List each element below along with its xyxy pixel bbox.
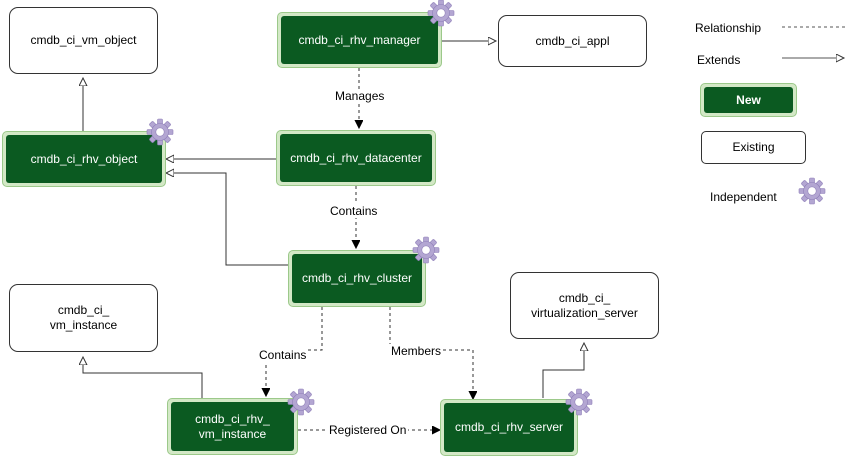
node-rhv-cluster[interactable]: cmdb_ci_rhv_cluster: [288, 250, 426, 307]
gear-icon: [287, 388, 315, 416]
node-rhv-server-label: cmdb_ci_rhv_server: [454, 420, 564, 434]
gear-icon: [146, 118, 174, 146]
node-rhv-object[interactable]: cmdb_ci_rhv_object: [2, 131, 166, 187]
extends-rhv-server-to-virtualization-server: [542, 343, 584, 398]
node-rhv-manager[interactable]: cmdb_ci_rhv_manager: [277, 12, 442, 68]
extends-rhv-cluster-to-rhv-object: [166, 173, 288, 266]
node-vm-object[interactable]: cmdb_ci_vm_object: [9, 7, 158, 74]
node-rhv-server[interactable]: cmdb_ci_rhv_server: [440, 399, 578, 456]
edge-label-registered-on: Registered On: [327, 423, 409, 437]
node-vm-instance[interactable]: cmdb_ci_ vm_instance: [9, 284, 158, 352]
rel-contains-cluster: [266, 307, 323, 396]
edge-label-contains-datacenter: Contains: [328, 204, 380, 218]
node-appl-label: cmdb_ci_appl: [535, 33, 610, 48]
legend-independent-label: Independent: [710, 190, 777, 204]
legend-relationship-label: Relationship: [695, 21, 762, 35]
node-virtualization-server-label: cmdb_ci_ virtualization_server: [531, 290, 638, 320]
legend-new-label: New: [736, 92, 761, 107]
gear-icon: [798, 177, 826, 205]
legend-existing-swatch: Existing: [701, 131, 806, 164]
node-appl[interactable]: cmdb_ci_appl: [498, 15, 647, 67]
node-rhv-datacenter[interactable]: cmdb_ci_rhv_datacenter: [276, 130, 436, 186]
edge-label-manages: Manages: [333, 89, 387, 103]
node-vm-instance-label: cmdb_ci_ vm_instance: [49, 303, 118, 332]
legend-existing-label: Existing: [732, 140, 775, 154]
extends-rhv-vm-instance-to-vm-instance: [83, 357, 203, 398]
node-vm-object-label: cmdb_ci_vm_object: [30, 33, 137, 47]
node-virtualization-server[interactable]: cmdb_ci_ virtualization_server: [510, 272, 659, 339]
node-rhv-object-label: cmdb_ci_rhv_object: [30, 151, 138, 166]
edge-label-members: Members: [389, 344, 444, 358]
legend-extends-label: Extends: [697, 53, 741, 67]
node-rhv-vm-instance[interactable]: cmdb_ci_rhv_ vm_instance: [167, 398, 298, 455]
gear-icon: [412, 236, 440, 264]
node-rhv-datacenter-label: cmdb_ci_rhv_datacenter: [290, 150, 422, 165]
edge-label-contains-cluster: Contains: [257, 348, 309, 362]
node-rhv-manager-label: cmdb_ci_rhv_manager: [298, 32, 421, 47]
gear-icon: [427, 0, 455, 27]
legend-new-swatch: New: [700, 83, 797, 117]
gear-icon: [565, 388, 593, 416]
node-rhv-vm-instance-label: cmdb_ci_rhv_ vm_instance: [195, 411, 270, 441]
node-rhv-cluster-label: cmdb_ci_rhv_cluster: [301, 271, 413, 285]
